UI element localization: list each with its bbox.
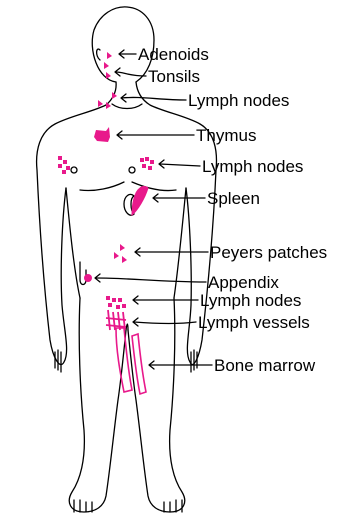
- armpit-lymph-nodes-left-marker: [58, 156, 70, 174]
- left-arm-outline: [37, 82, 117, 365]
- label-adenoids: Adenoids: [138, 45, 209, 64]
- labels: Adenoids Tonsils Lymph nodes Thymus Lymp…: [138, 45, 327, 375]
- label-lymph-vessels: Lymph vessels: [198, 313, 310, 332]
- chest-line-left: [80, 182, 124, 191]
- label-spleen: Spleen: [207, 189, 260, 208]
- adenoids-marker: [104, 52, 112, 69]
- lymph-organs: [58, 52, 154, 309]
- crotch-line: [126, 324, 128, 330]
- armpit-lymph-nodes-right-marker: [140, 157, 154, 170]
- label-lymph-nodes-groin: Lymph nodes: [200, 291, 301, 310]
- label-thymus: Thymus: [196, 126, 256, 145]
- label-peyers-patches: Peyers patches: [210, 243, 327, 262]
- spleen-marker: [124, 187, 148, 216]
- left-hand-fingers: [55, 350, 61, 372]
- label-lymph-nodes-neck: Lymph nodes: [188, 91, 289, 110]
- intestine-outline: [80, 262, 86, 285]
- appendix-marker: [84, 274, 92, 282]
- peyers-patches-marker: [114, 244, 127, 263]
- tonsils-marker: [106, 72, 111, 79]
- label-tonsils: Tonsils: [148, 67, 200, 86]
- right-leg-outline: [128, 298, 185, 512]
- left-leg-outline: [69, 298, 126, 512]
- neck-lymph-nodes-marker: [98, 92, 117, 109]
- lymph-vessels-marker: [106, 310, 126, 330]
- nipple-left: [71, 167, 77, 173]
- ear-outline: [97, 49, 100, 60]
- collar-line: [112, 104, 142, 109]
- label-appendix: Appendix: [208, 273, 279, 292]
- thymus-marker: [94, 127, 110, 142]
- torso-left-side: [66, 188, 80, 298]
- nipple-right: [129, 167, 135, 173]
- label-bone-marrow: Bone marrow: [214, 356, 316, 375]
- label-lymph-nodes-armpit: Lymph nodes: [202, 157, 303, 176]
- groin-lymph-nodes-marker: [106, 296, 126, 309]
- left-foot-toes: [74, 500, 92, 512]
